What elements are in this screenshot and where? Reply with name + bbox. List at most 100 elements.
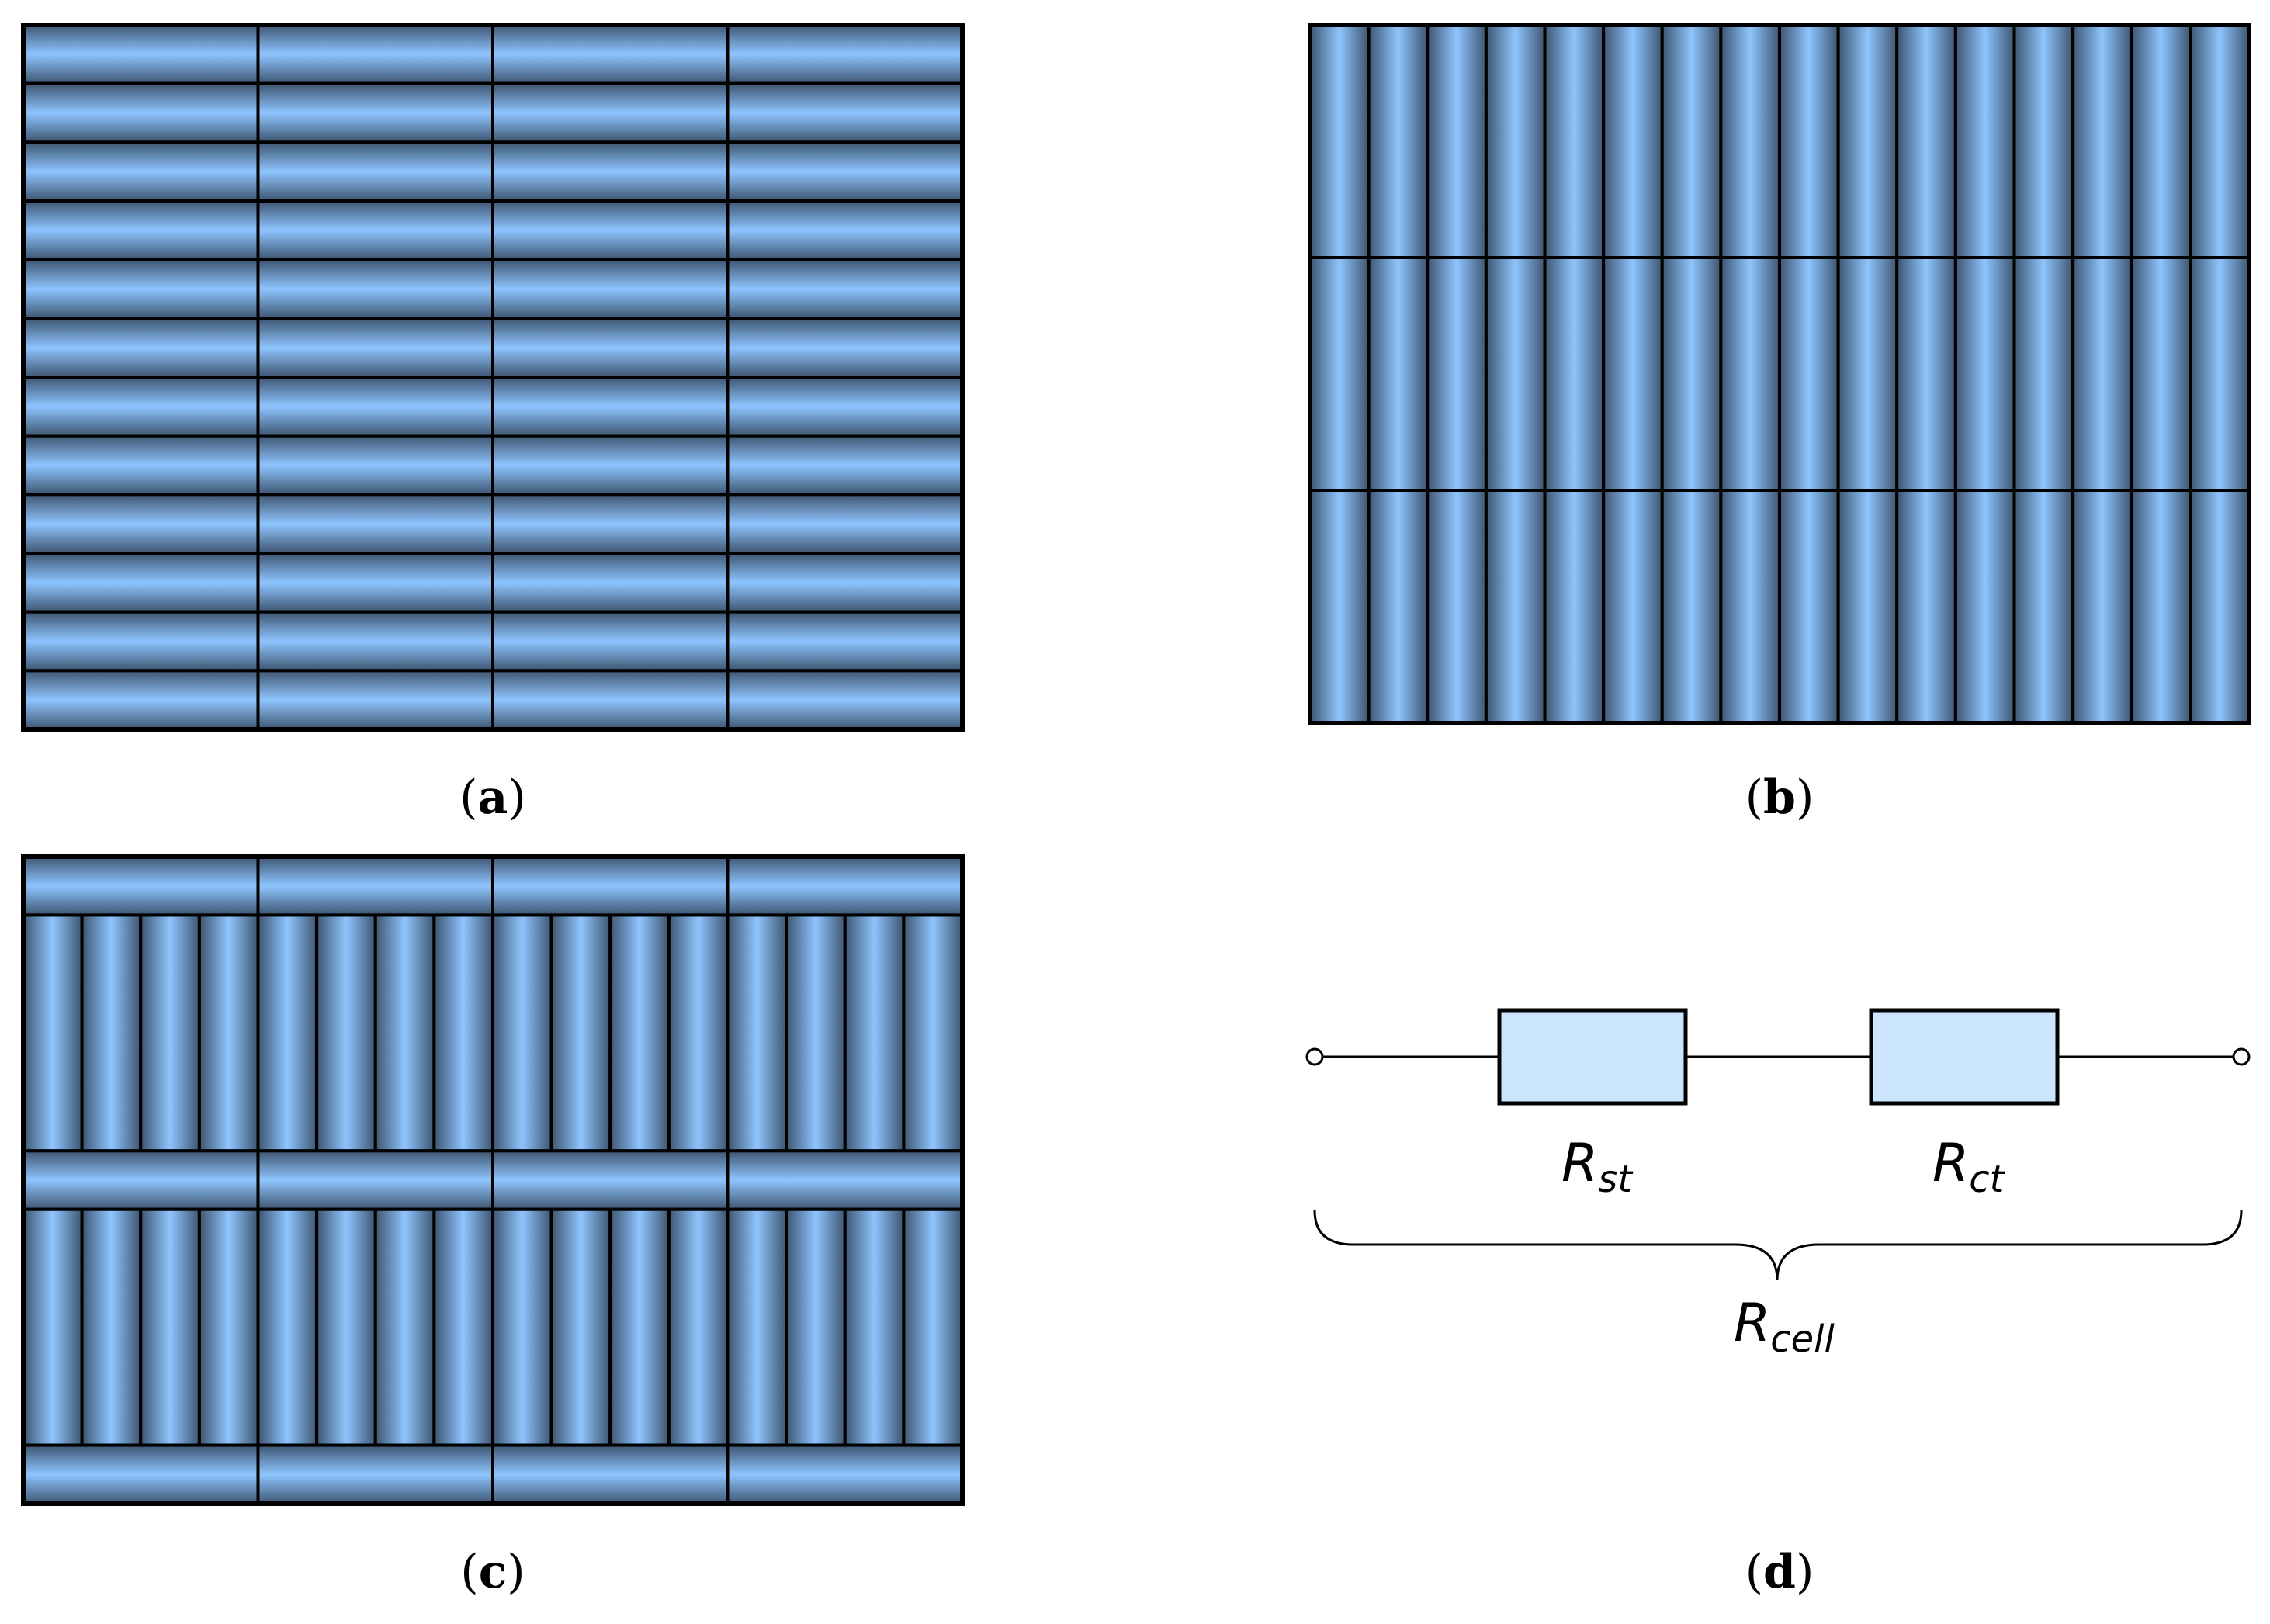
cell-vertical xyxy=(1367,256,1430,492)
cell-vertical xyxy=(2189,489,2251,725)
cell-vertical xyxy=(1836,256,1899,492)
cell-vertical xyxy=(2130,256,2192,492)
cell-horizontal xyxy=(726,669,964,731)
cell-vertical xyxy=(1308,489,1371,725)
cell-vertical xyxy=(667,913,730,1153)
cell-vertical xyxy=(2012,23,2075,259)
cell-horizontal xyxy=(22,669,260,731)
cell-horizontal xyxy=(256,376,494,438)
cell-vertical xyxy=(785,1207,847,1447)
panel-d-label: (d) xyxy=(1745,1545,1814,1599)
cell-vertical xyxy=(1426,23,1488,259)
cell-horizontal xyxy=(256,258,494,320)
cell-vertical xyxy=(315,1207,377,1447)
cell-vertical xyxy=(1836,23,1899,259)
cell-horizontal xyxy=(256,23,494,85)
cell-horizontal xyxy=(256,1443,494,1505)
cell-vertical xyxy=(1895,23,1957,259)
cell-horizontal xyxy=(491,1443,730,1505)
cell-horizontal xyxy=(256,434,494,497)
cell-vertical xyxy=(1953,23,2016,259)
cell-vertical xyxy=(1660,23,1723,259)
panel-a-cell-array xyxy=(21,23,965,732)
cell-horizontal xyxy=(22,23,260,85)
cell-vertical xyxy=(549,1207,612,1447)
cell-vertical xyxy=(1660,489,1723,725)
cell-vertical xyxy=(1543,256,1606,492)
brace xyxy=(1313,1210,2243,1281)
cell-vertical xyxy=(843,1207,906,1447)
cell-vertical xyxy=(1953,489,2016,725)
cell-vertical xyxy=(22,913,84,1153)
cell-horizontal xyxy=(726,1149,964,1211)
cell-vertical xyxy=(1719,489,1781,725)
cell-horizontal xyxy=(256,81,494,144)
cell-horizontal xyxy=(491,610,730,673)
cell-vertical xyxy=(1602,23,1664,259)
cell-horizontal xyxy=(491,855,730,917)
panel-a-frame xyxy=(21,23,965,732)
cell-vertical xyxy=(1895,256,1957,492)
terminal-right xyxy=(2232,1047,2251,1066)
cell-vertical xyxy=(491,1207,553,1447)
cell-horizontal xyxy=(491,669,730,731)
cell-vertical xyxy=(139,913,201,1153)
cell-horizontal xyxy=(726,610,964,673)
cell-horizontal xyxy=(256,317,494,379)
cell-horizontal xyxy=(726,434,964,497)
cell-vertical xyxy=(2071,489,2133,725)
cell-horizontal xyxy=(491,317,730,379)
cell-horizontal xyxy=(491,376,730,438)
cell-vertical xyxy=(491,913,553,1153)
cell-vertical xyxy=(1543,23,1606,259)
cell-vertical xyxy=(80,913,143,1153)
cell-vertical xyxy=(785,913,847,1153)
cell-horizontal xyxy=(22,1149,260,1211)
cell-horizontal xyxy=(256,1149,494,1211)
cell-vertical xyxy=(1484,489,1547,725)
panel-c-cell-array xyxy=(21,854,965,1506)
cell-vertical xyxy=(2189,256,2251,492)
panel-b-label: (b) xyxy=(1745,770,1814,825)
cell-vertical xyxy=(1836,489,1899,725)
cell-horizontal xyxy=(491,140,730,203)
cell-vertical xyxy=(902,913,964,1153)
cell-vertical xyxy=(1484,256,1547,492)
cell-vertical xyxy=(2012,256,2075,492)
cell-horizontal xyxy=(726,199,964,261)
cell-horizontal xyxy=(726,493,964,555)
cell-horizontal xyxy=(491,493,730,555)
cell-vertical xyxy=(1484,23,1547,259)
cell-vertical xyxy=(432,1207,494,1447)
cell-vertical xyxy=(256,913,319,1153)
cell-horizontal xyxy=(22,1443,260,1505)
cell-vertical xyxy=(197,1207,260,1447)
cell-horizontal xyxy=(256,855,494,917)
cell-vertical xyxy=(608,913,671,1153)
cell-horizontal xyxy=(491,199,730,261)
cell-vertical xyxy=(2071,23,2133,259)
cell-horizontal xyxy=(491,23,730,85)
resistor-rst xyxy=(1497,1008,1688,1106)
cell-vertical xyxy=(902,1207,964,1447)
cell-vertical xyxy=(22,1207,84,1447)
cell-horizontal xyxy=(726,81,964,144)
cell-vertical xyxy=(1953,256,2016,492)
cell-vertical xyxy=(1543,489,1606,725)
cell-vertical xyxy=(139,1207,201,1447)
cell-vertical xyxy=(1367,489,1430,725)
resistor-rct xyxy=(1869,1008,2060,1106)
cell-horizontal xyxy=(256,140,494,203)
label-rcell: Rcell xyxy=(1734,1293,1835,1361)
cell-horizontal xyxy=(22,552,260,614)
cell-vertical xyxy=(373,1207,436,1447)
cell-vertical xyxy=(843,913,906,1153)
cell-vertical xyxy=(1719,23,1781,259)
cell-horizontal xyxy=(256,493,494,555)
panel-d-circuit: Rst Rct Rcell xyxy=(1305,1008,2251,1361)
cell-horizontal xyxy=(22,81,260,144)
panel-c-frame xyxy=(21,854,965,1506)
cell-vertical xyxy=(1367,23,1430,259)
cell-vertical xyxy=(432,913,494,1153)
